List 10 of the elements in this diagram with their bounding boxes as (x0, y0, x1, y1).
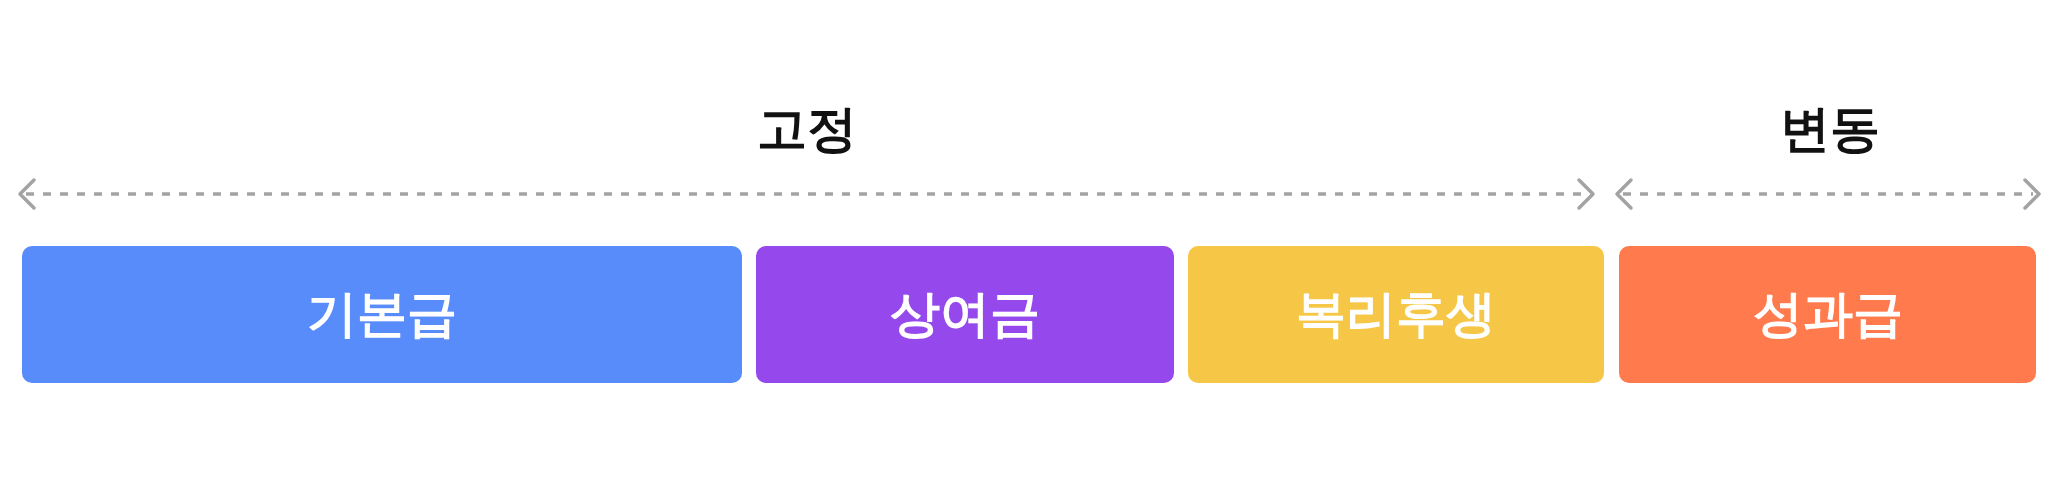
category-label: 복리후생 (1296, 287, 1496, 342)
category-box (1619, 246, 2036, 383)
category-box (1188, 246, 1604, 383)
range-heading: 고정 (757, 102, 857, 157)
category-label: 상여금 (890, 287, 1040, 342)
category-box (756, 246, 1174, 383)
category-label: 기본급 (307, 287, 457, 342)
category-box (22, 246, 742, 383)
range-heading: 변동 (1780, 102, 1880, 157)
category-label: 성과급 (1752, 287, 1903, 342)
